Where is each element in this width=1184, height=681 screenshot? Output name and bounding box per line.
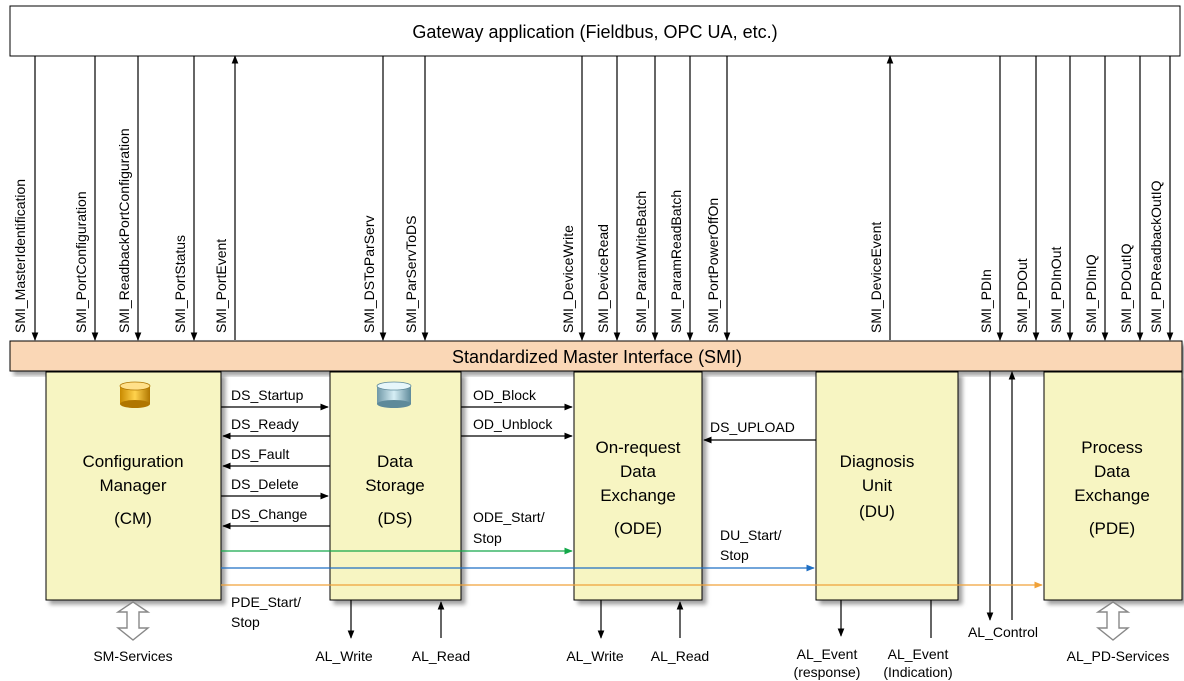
ds-change-label: DS_Change xyxy=(231,506,307,522)
al-read-label-1: AL_Read xyxy=(412,648,470,664)
ds-delete-label: DS_Delete xyxy=(231,476,299,492)
pde-block-line: Process xyxy=(1081,438,1142,457)
du-start-label: Stop xyxy=(720,547,749,563)
al-event-indication-label: AL_Event xyxy=(888,646,949,662)
al-event-response-label: (response) xyxy=(794,664,861,680)
pd-services-double-arrow-icon xyxy=(1095,601,1131,641)
smi-service-label: SMI_PortStatus xyxy=(172,235,188,333)
ds-block xyxy=(329,371,462,601)
cm-block-line: Configuration xyxy=(82,452,183,471)
smi-service-label: SMI_MasterIdentification xyxy=(12,179,28,333)
ds-block-line: Data xyxy=(377,452,413,471)
ds-upload-label: DS_UPLOAD xyxy=(710,419,795,435)
ode-block-line: Data xyxy=(620,462,656,481)
smi-service-label: SMI_PortPowerOffOn xyxy=(705,198,721,333)
ode-start-label: ODE_Start/ xyxy=(473,509,545,525)
ode-block xyxy=(573,371,703,601)
pde-start-label: Stop xyxy=(231,614,260,630)
al-read-label-2: AL_Read xyxy=(651,648,709,664)
al-event-indication-label: (Indication) xyxy=(883,664,952,680)
pde-start-label: PDE_Start/ xyxy=(231,594,301,610)
al-event-response-label: AL_Event xyxy=(797,646,858,662)
smi-service-label: SMI_DeviceRead xyxy=(595,224,611,333)
ds-block-line: Storage xyxy=(365,476,425,495)
du-start-label: DU_Start/ xyxy=(720,527,782,543)
smi-title: Standardized Master Interface (SMI) xyxy=(452,347,742,367)
od-block-label: OD_Block xyxy=(473,387,537,403)
smi-service-label: SMI_ReadbackPortConfiguration xyxy=(116,128,132,333)
du-block-line: (DU) xyxy=(859,502,895,521)
smi-service-label: SMI_ParServToDS xyxy=(403,216,419,333)
smi-service-label: SMI_PDOutIQ xyxy=(1118,243,1134,333)
du-block xyxy=(815,371,959,601)
database-icon xyxy=(376,381,412,408)
smi-service-label: SMI_PDOut xyxy=(1014,258,1030,333)
smi-service-label: SMI_ParamWriteBatch xyxy=(633,191,649,333)
al-control-label: AL_Control xyxy=(968,624,1038,640)
smi-service-label: SMI_DeviceWrite xyxy=(560,225,576,333)
ds-fault-label: DS_Fault xyxy=(231,446,289,462)
smi-service-label: SMI_PDInIQ xyxy=(1083,254,1099,333)
gateway-box xyxy=(9,5,1181,57)
smi-bar xyxy=(9,340,1183,372)
pde-block-line: Data xyxy=(1094,462,1130,481)
ode-start-label: Stop xyxy=(473,530,502,546)
cm-block-line: (CM) xyxy=(114,509,152,528)
cm-block xyxy=(45,371,222,601)
smi-service-label: SMI_PDReadbackOutIQ xyxy=(1148,180,1164,333)
al-write-label-2: AL_Write xyxy=(566,648,624,664)
al-pd-services-label: AL_PD-Services xyxy=(1067,648,1170,664)
od-unblock-label: OD_Unblock xyxy=(473,416,553,432)
ode-block-line: Exchange xyxy=(600,486,676,505)
pde-block-line: Exchange xyxy=(1074,486,1150,505)
pde-block xyxy=(1043,371,1183,601)
sm-services-label: SM-Services xyxy=(93,648,172,664)
smi-service-label: SMI_DSToParServ xyxy=(361,216,377,333)
gateway-title: Gateway application (Fieldbus, OPC UA, e… xyxy=(412,22,777,42)
smi-service-label: SMI_PDIn xyxy=(978,269,994,333)
du-block-line: Diagnosis xyxy=(840,452,915,471)
sm-services-double-arrow-icon xyxy=(115,601,151,641)
du-block-line: Unit xyxy=(862,476,893,495)
ds-ready-label: DS_Ready xyxy=(231,416,299,432)
smi-service-label: SMI_PDInOut xyxy=(1048,247,1064,333)
cm-block-line: Manager xyxy=(99,476,166,495)
al-write-label-1: AL_Write xyxy=(315,648,373,664)
ds-startup-label: DS_Startup xyxy=(231,387,304,403)
smi-service-label: SMI_ParamReadBatch xyxy=(668,190,684,333)
ds-block-line: (DS) xyxy=(378,509,413,528)
smi-service-label: SMI_DeviceEvent xyxy=(868,222,884,333)
pde-block-line: (PDE) xyxy=(1089,519,1135,538)
smi-service-arrows xyxy=(31,55,1174,341)
smi-service-labels: SMI_MasterIdentification SMI_PortConfigu… xyxy=(12,128,1164,333)
ode-block-line: On-request xyxy=(595,438,680,457)
ode-block-line: (ODE) xyxy=(614,519,662,538)
smi-service-label: SMI_PortConfiguration xyxy=(73,191,89,333)
database-icon xyxy=(119,381,151,408)
smi-service-label: SMI_PortEvent xyxy=(213,239,229,333)
